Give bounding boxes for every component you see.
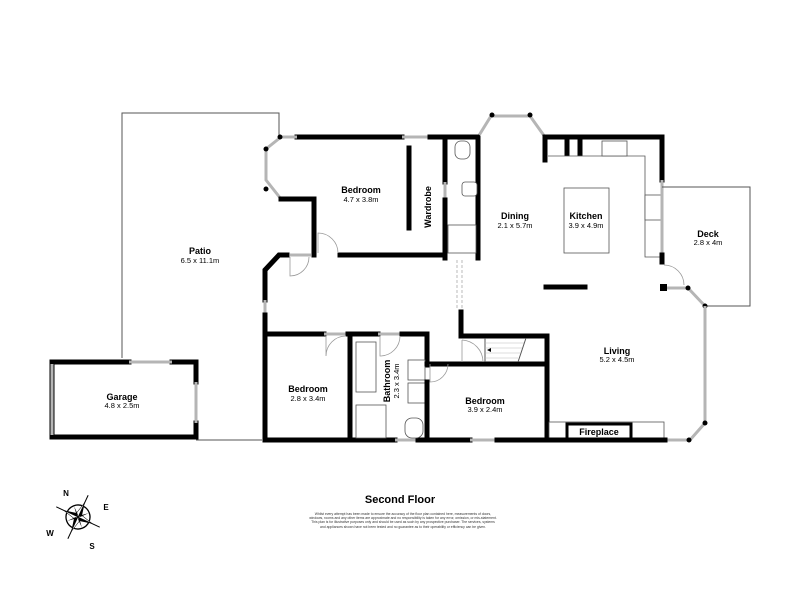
room-label-deck: Deck 2.8 x 4m bbox=[694, 229, 723, 247]
room-label-bedroom-2: Bedroom 2.8 x 3.4m bbox=[288, 384, 328, 403]
svg-text:4.7 x 3.8m: 4.7 x 3.8m bbox=[343, 195, 378, 204]
living-bay bbox=[665, 306, 708, 443]
svg-text:Living: Living bbox=[604, 346, 631, 356]
svg-text:Bedroom: Bedroom bbox=[465, 396, 505, 406]
svg-text:3.9 x 2.4m: 3.9 x 2.4m bbox=[467, 405, 502, 414]
svg-text:5.2 x 4.5m: 5.2 x 4.5m bbox=[599, 355, 634, 364]
svg-text:Wardrobe: Wardrobe bbox=[423, 186, 433, 228]
svg-text:2.1 x 5.7m: 2.1 x 5.7m bbox=[497, 221, 532, 230]
room-label-dining: Dining 2.1 x 5.7m bbox=[497, 211, 532, 230]
south-rooms bbox=[262, 331, 453, 443]
disclaimer-text: Whilst every attempt has been made to en… bbox=[309, 512, 497, 529]
room-label-living: Living 5.2 x 4.5m bbox=[599, 346, 634, 364]
stairs bbox=[447, 309, 550, 443]
svg-text:Garage: Garage bbox=[106, 392, 137, 402]
svg-text:Bedroom: Bedroom bbox=[288, 384, 328, 394]
room-label-fireplace: Fireplace bbox=[579, 427, 619, 437]
room-label-wardrobe: Wardrobe bbox=[423, 186, 433, 228]
compass-e: E bbox=[103, 503, 109, 512]
room-label-patio: Patio 6.5 x 11.1m bbox=[181, 246, 220, 265]
compass-n: N bbox=[63, 489, 69, 498]
svg-text:Bedroom: Bedroom bbox=[341, 185, 381, 195]
bedroom-1-walls bbox=[263, 134, 481, 261]
room-label-bedroom-3: Bedroom 3.9 x 2.4m bbox=[465, 396, 505, 414]
svg-text:2.8 x 4m: 2.8 x 4m bbox=[694, 238, 723, 247]
fireplace-unit bbox=[548, 421, 665, 442]
compass-w: W bbox=[46, 529, 54, 538]
floor-title: Second Floor bbox=[365, 494, 436, 506]
kitchen-dining bbox=[475, 112, 668, 290]
deck bbox=[660, 186, 751, 309]
compass-rose-icon bbox=[56, 495, 100, 539]
svg-text:4.8 x 2.5m: 4.8 x 2.5m bbox=[104, 401, 139, 410]
garage bbox=[49, 359, 220, 441]
svg-text:2.8 x 3.4m: 2.8 x 3.4m bbox=[290, 394, 325, 403]
svg-text:Patio: Patio bbox=[189, 246, 212, 256]
svg-text:2.3 x 3.4m: 2.3 x 3.4m bbox=[392, 363, 401, 398]
ensuite bbox=[447, 134, 481, 261]
room-label-kitchen: Kitchen 3.9 x 4.9m bbox=[568, 211, 603, 230]
room-labels: Patio 6.5 x 11.1m Bedroom 4.7 x 3.8m War… bbox=[104, 185, 722, 437]
svg-text:Kitchen: Kitchen bbox=[569, 211, 602, 221]
svg-text:Dining: Dining bbox=[501, 211, 529, 221]
room-label-garage: Garage 4.8 x 2.5m bbox=[104, 392, 139, 410]
room-label-bedroom-1: Bedroom 4.7 x 3.8m bbox=[341, 185, 381, 204]
svg-text:3.9 x 4.9m: 3.9 x 4.9m bbox=[568, 221, 603, 230]
svg-text:6.5 x 11.1m: 6.5 x 11.1m bbox=[181, 256, 220, 265]
patio-outline bbox=[121, 112, 280, 441]
svg-text:Deck: Deck bbox=[697, 229, 720, 239]
svg-text:Bathroom: Bathroom bbox=[382, 360, 392, 403]
room-label-bathroom: Bathroom 2.3 x 3.4m bbox=[382, 360, 401, 403]
compass-s: S bbox=[89, 542, 95, 551]
svg-text:Fireplace: Fireplace bbox=[579, 427, 619, 437]
